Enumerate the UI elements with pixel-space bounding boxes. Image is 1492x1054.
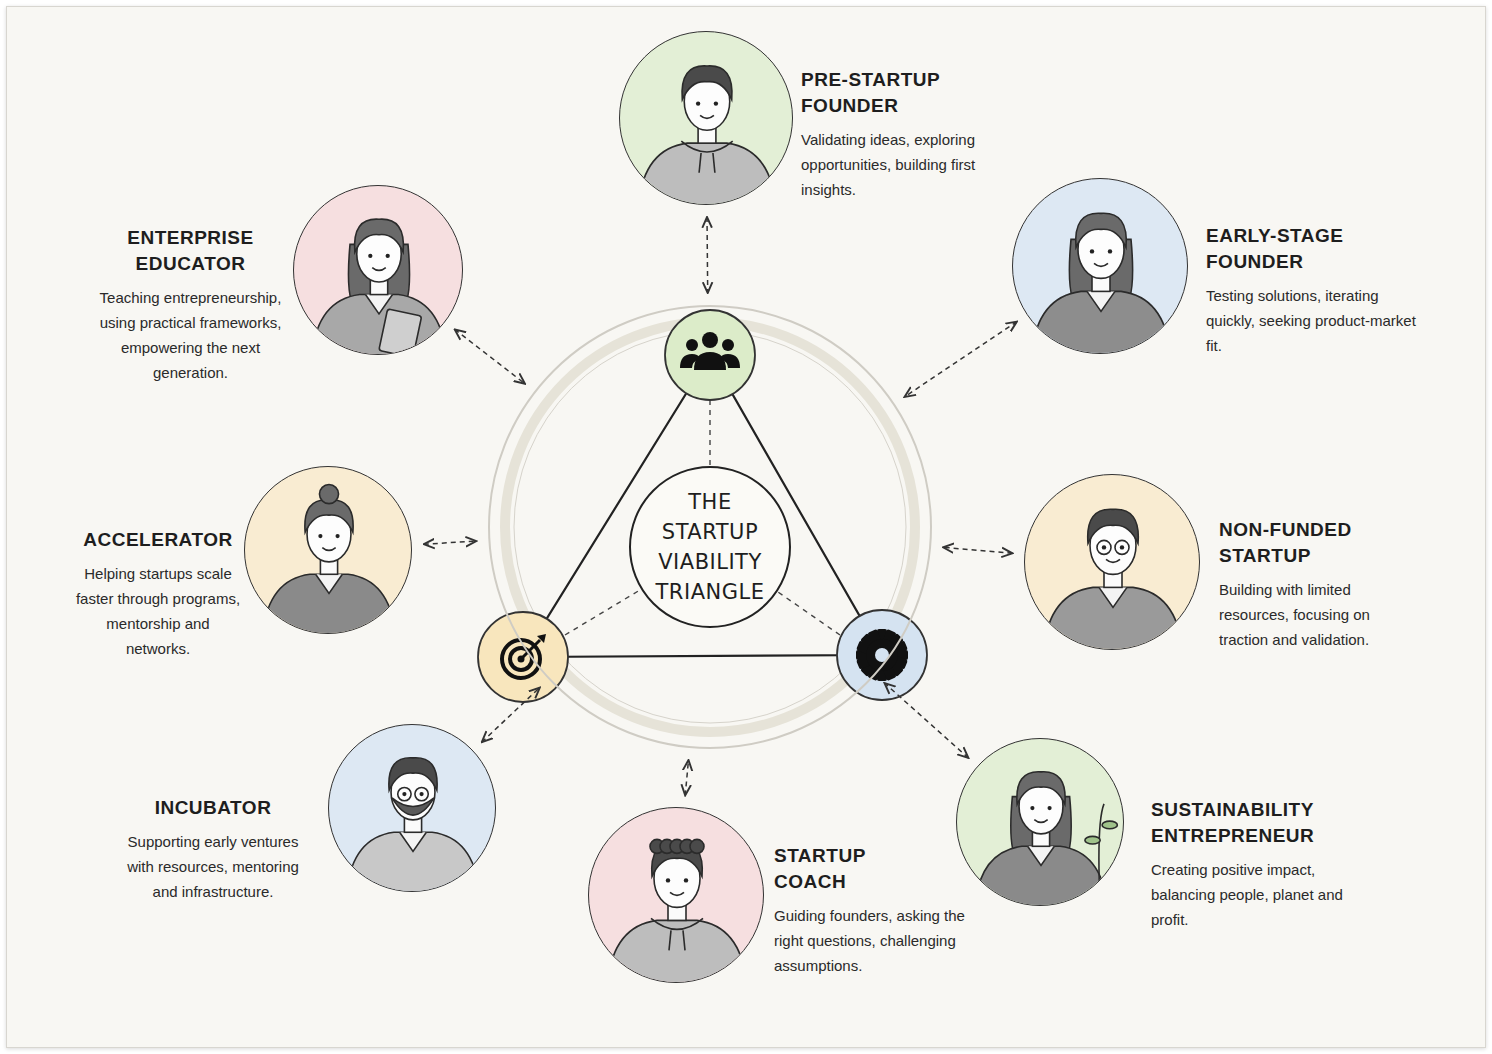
persona-circle: ACCELERATORHelping startups scale faster… <box>244 466 412 634</box>
framework-ring: THE STARTUP VIABILITY TRIANGLE <box>488 305 932 749</box>
portrait-clip <box>245 467 411 633</box>
dashed-connector <box>943 547 1012 553</box>
portrait-clip <box>1025 475 1199 649</box>
persona-heading: ACCELERATOR <box>73 527 243 553</box>
portrait-clip <box>620 32 792 204</box>
dashed-connector <box>905 322 1017 397</box>
persona-heading: STARTUP COACH <box>774 843 884 895</box>
center-circle <box>630 467 790 627</box>
persona-description: Teaching entrepreneurship, using practic… <box>93 285 288 385</box>
persona-heading: PRE-STARTUP FOUNDER <box>801 67 951 119</box>
portrait-figure <box>1013 179 1187 353</box>
persona-text: PRE-STARTUP FOUNDER Validating ideas, exp… <box>801 67 1016 202</box>
persona-text: ENTERPRISE EDUCATOR Teaching entrepreneur… <box>93 225 288 385</box>
persona-circle: PRE-STARTUP FOUNDERValidating ideas, exp… <box>619 31 793 205</box>
portrait-figure <box>245 467 411 633</box>
portrait-clip <box>294 186 462 354</box>
persona-text: EARLY-STAGE FOUNDER Testing solutions, it… <box>1206 223 1421 358</box>
portrait-clip <box>957 739 1123 905</box>
people-icon <box>665 310 755 400</box>
persona-circle: INCUBATORSupporting early ventures with … <box>328 724 496 892</box>
dashed-spoke <box>565 590 640 635</box>
center-title: THE STARTUP VIABILITY TRIANGLE <box>640 487 780 607</box>
dashed-connector <box>685 760 688 795</box>
persona-description: Validating ideas, exploring opportunitie… <box>801 127 1016 202</box>
triangle <box>523 355 882 657</box>
persona-circle: ENTERPRISE EDUCATORTeaching entrepreneur… <box>293 185 463 355</box>
dashed-spoke <box>709 400 710 465</box>
portrait-figure <box>589 808 763 982</box>
persona-heading: EARLY-STAGE FOUNDER <box>1206 223 1356 275</box>
persona-heading: NON-FUNDED STARTUP <box>1219 517 1389 569</box>
persona-text: NON-FUNDED STARTUP Building with limited … <box>1219 517 1409 652</box>
portrait-figure <box>620 32 792 204</box>
persona-heading: INCUBATOR <box>113 795 313 821</box>
persona-description: Helping startups scale faster through pr… <box>73 561 243 661</box>
persona-description: Testing solutions, iterating quickly, se… <box>1206 283 1421 358</box>
dashed-connector <box>455 329 525 383</box>
target-icon <box>478 612 568 702</box>
dashed-connector <box>424 541 477 544</box>
portrait-clip <box>589 808 763 982</box>
persona-text: INCUBATOR Supporting early ventures with … <box>113 795 313 904</box>
portrait-figure <box>329 725 495 891</box>
persona-circle: STARTUP COACHGuiding founders, asking th… <box>588 807 764 983</box>
portrait-clip <box>1013 179 1187 353</box>
portrait-figure <box>957 739 1123 905</box>
portrait-clip <box>329 725 495 891</box>
dashed-spoke <box>778 592 840 635</box>
dashed-connector <box>885 683 969 758</box>
persona-heading: ENTERPRISE EDUCATOR <box>111 225 271 277</box>
portrait-figure <box>294 186 462 354</box>
persona-text: STARTUP COACH Guiding founders, asking th… <box>774 843 979 978</box>
dashed-connector <box>706 217 708 293</box>
gear-icon <box>837 610 927 700</box>
persona-description: Creating positive impact, balancing peop… <box>1151 857 1351 932</box>
portrait-figure <box>1025 475 1199 649</box>
persona-circle: EARLY-STAGE FOUNDERTesting solutions, it… <box>1012 178 1188 354</box>
persona-description: Guiding founders, asking the right quest… <box>774 903 979 978</box>
dashed-connector <box>482 688 540 743</box>
persona-circle: NON-FUNDED STARTUPBuilding with limited … <box>1024 474 1200 650</box>
persona-text: SUSTAINABILITY ENTREPRENEUR Creating posi… <box>1151 797 1351 932</box>
persona-heading: SUSTAINABILITY ENTREPRENEUR <box>1151 797 1336 849</box>
persona-circle: SUSTAINABILITY ENTREPRENEURCreating posi… <box>956 738 1124 906</box>
persona-description: Supporting early ventures with resources… <box>113 829 313 904</box>
persona-description: Building with limited resources, focusin… <box>1219 577 1409 652</box>
persona-text: ACCELERATOR Helping startups scale faster… <box>73 527 243 661</box>
